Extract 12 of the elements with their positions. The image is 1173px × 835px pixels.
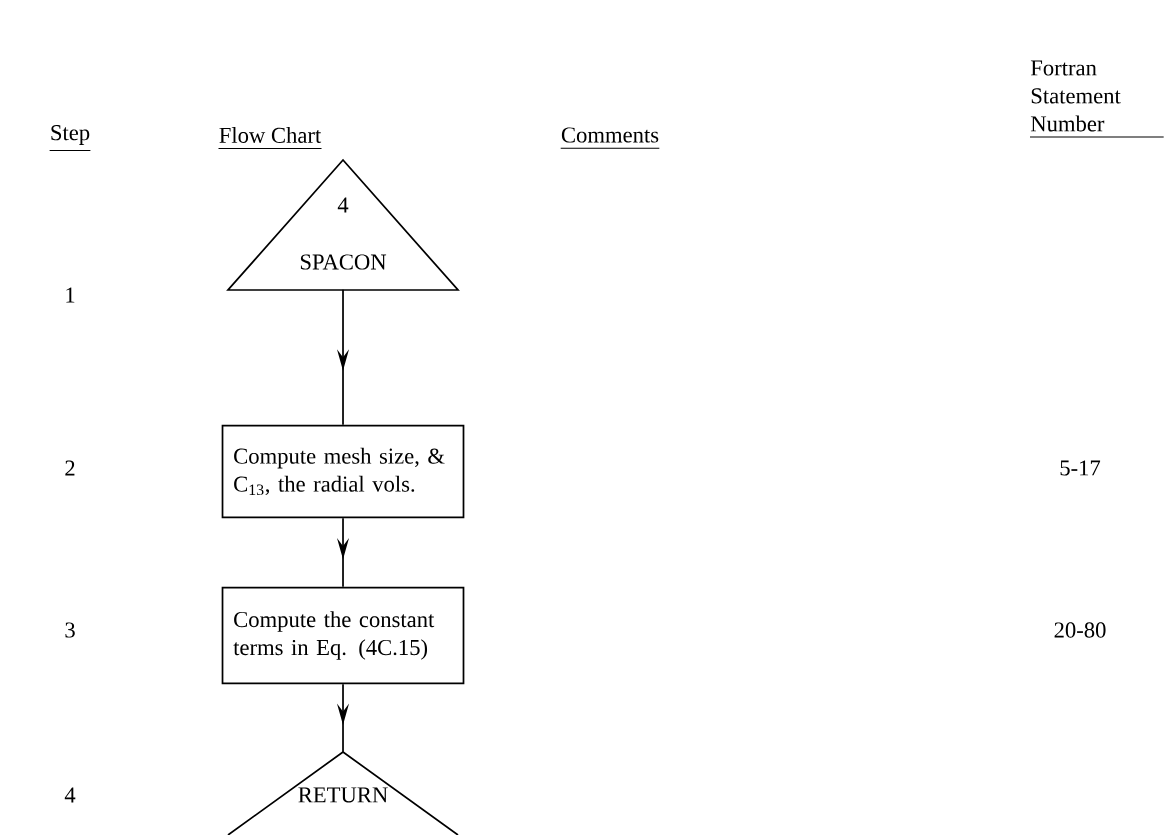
step-number: 4 [64,787,76,803]
step-number: 2 [65,460,75,476]
process-box: Compute the constant terms in Eq. (4C.15) [221,586,465,685]
terminal-triangle: RETURN [227,751,459,835]
column-heading: Fortran Statement Number [1030,60,1121,132]
process-box: Compute mesh size, & C$_{13}$, the radial vols. [221,424,465,519]
column-heading: Comments [561,127,659,143]
statement-number: 5-17 [1060,460,1101,476]
column-heading: Step [51,125,90,145]
statement-number: 20-80 [1054,622,1106,638]
step-number: 3 [65,622,75,638]
step-number: 1 [66,287,75,303]
